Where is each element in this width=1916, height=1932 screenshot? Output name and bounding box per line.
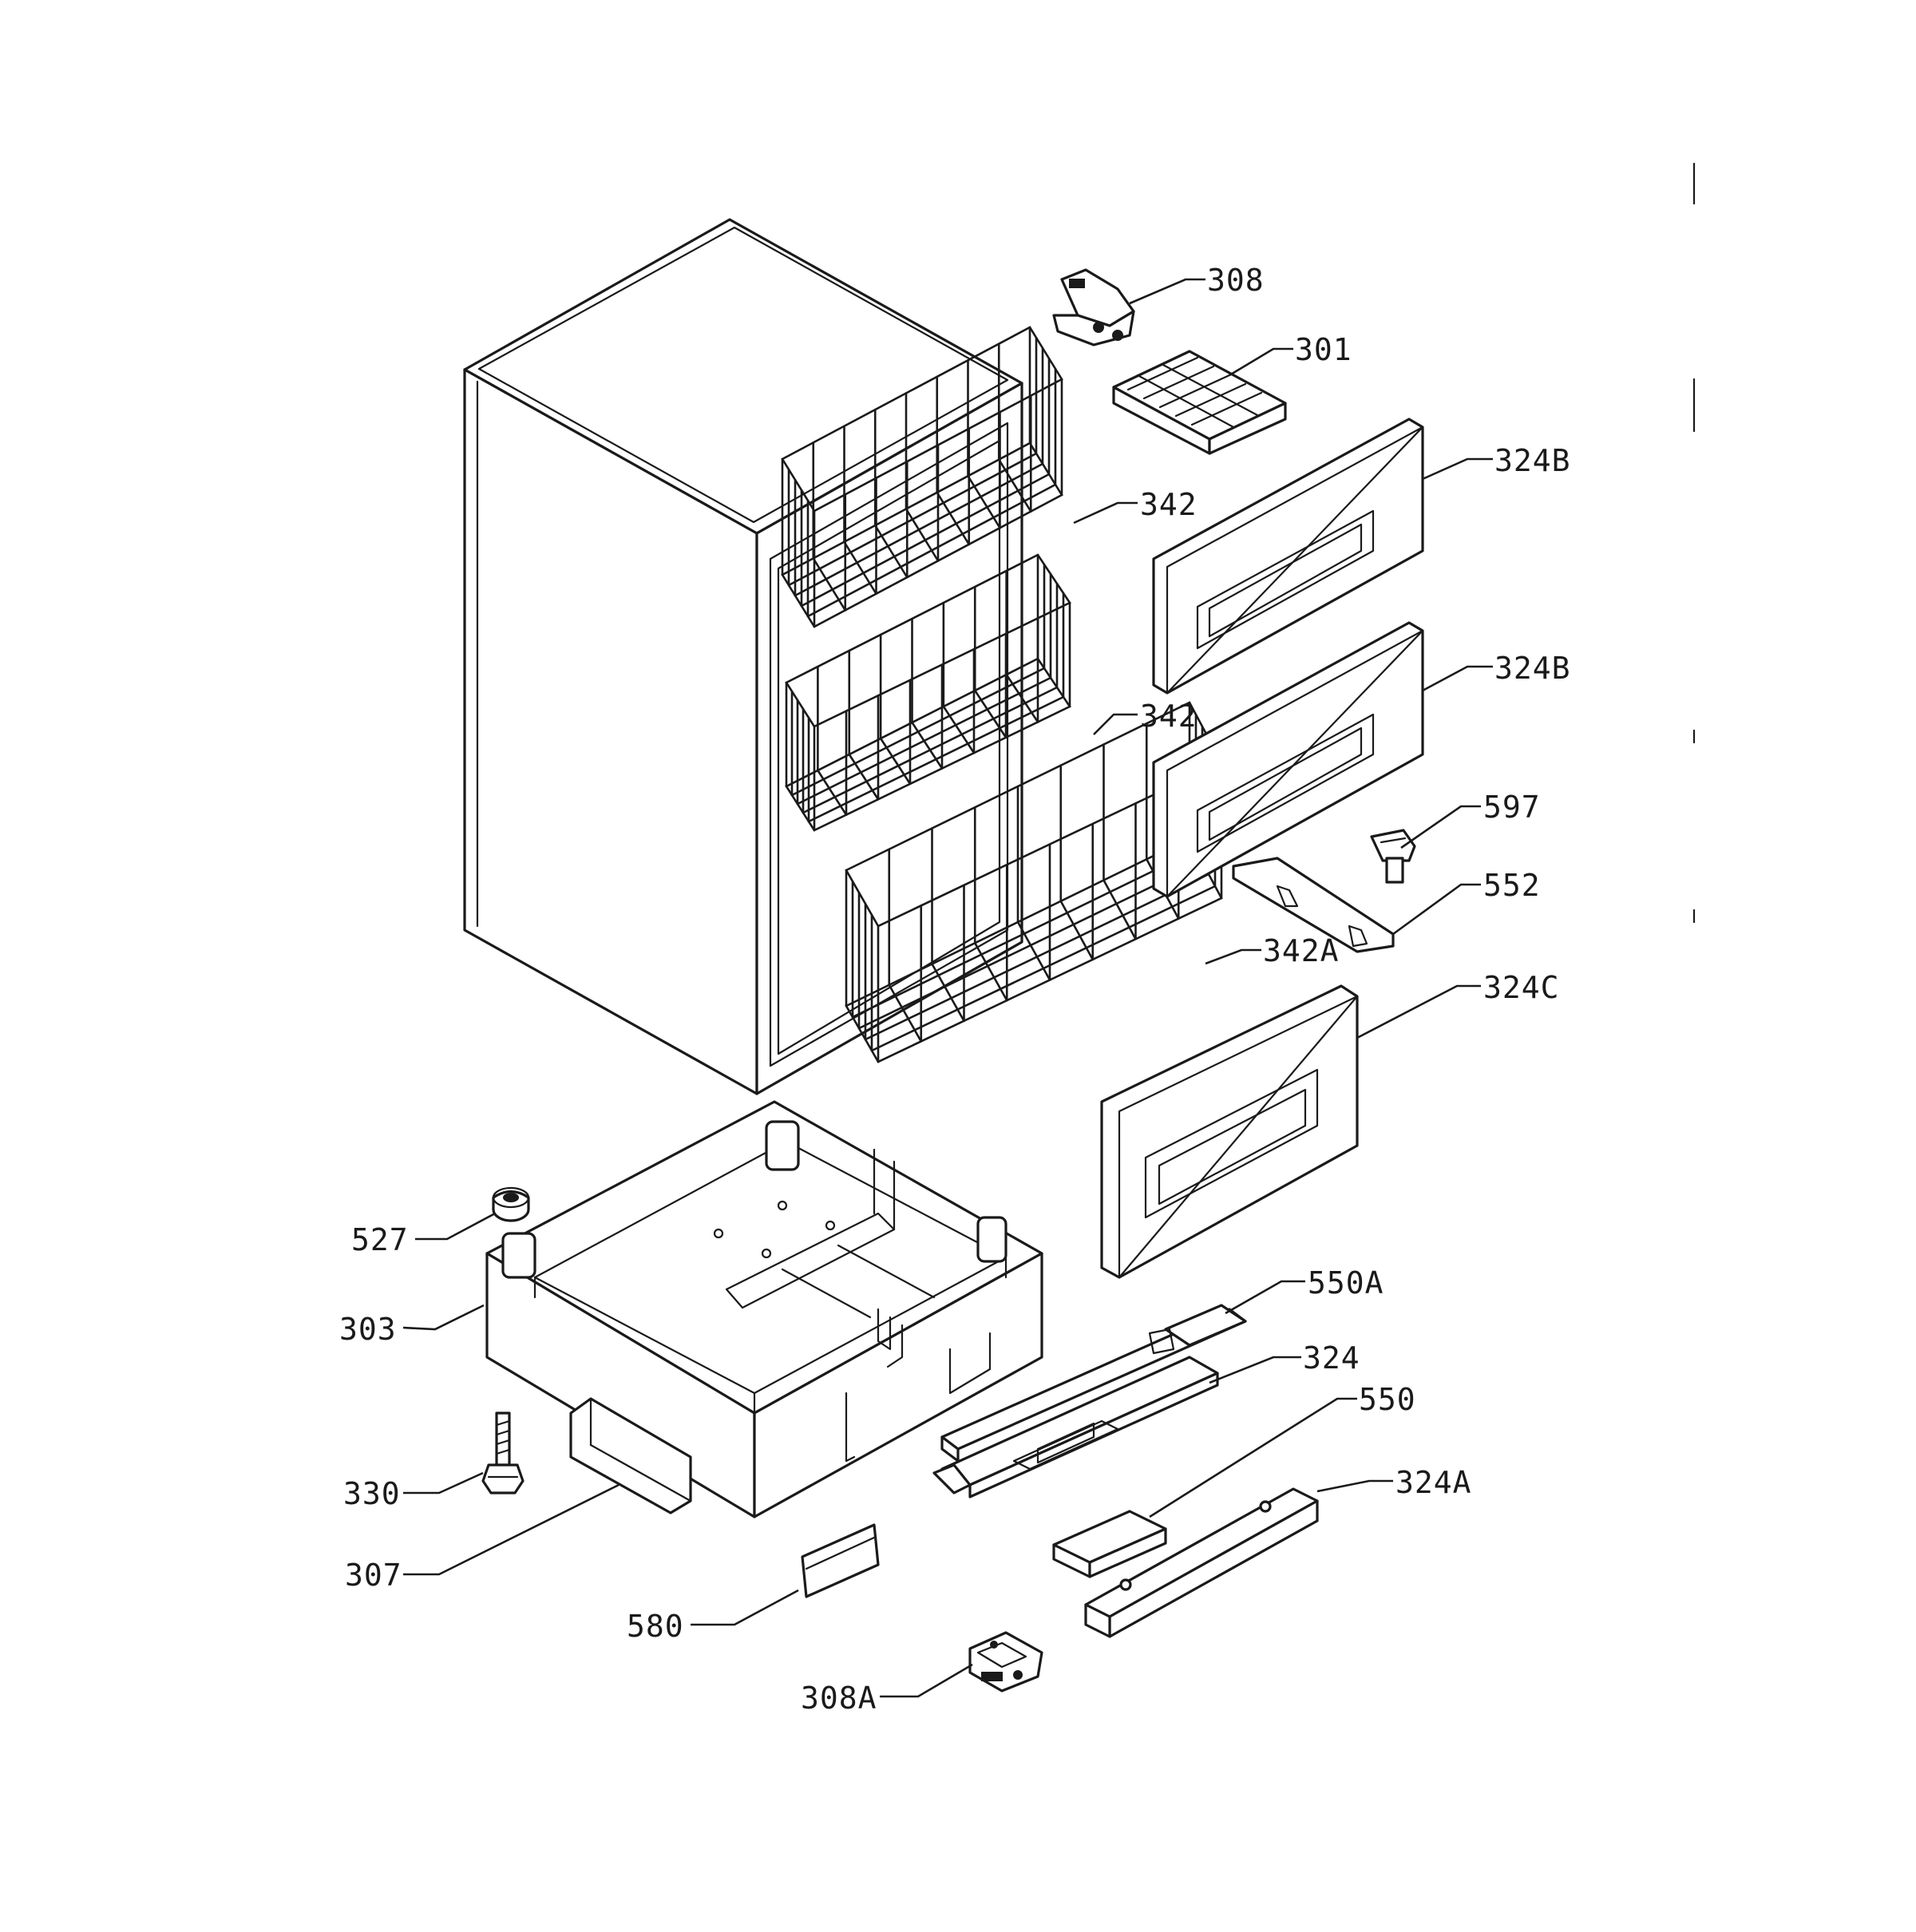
label-597: 597 [1483,790,1541,825]
label-324C: 324C [1483,970,1560,1005]
label-324: 324 [1303,1340,1360,1376]
label-550A: 550A [1308,1265,1384,1301]
foot-bolt-330 [481,1411,525,1495]
label-550: 550 [1359,1382,1416,1417]
top-hinge-308 [1052,268,1135,346]
rail-552 [1232,857,1395,953]
door-324C [1100,984,1359,1279]
label-308: 308 [1207,263,1265,298]
baskets [781,326,1223,1063]
label-527: 527 [351,1222,409,1257]
pad-580 [801,1523,880,1598]
base-tray-303 [485,1100,1043,1518]
label-552: 552 [1483,868,1541,903]
label-342-upper: 342 [1140,487,1198,522]
label-303: 303 [339,1312,397,1347]
label-324B-upper: 324B [1494,443,1571,478]
nut-527 [492,1186,530,1222]
clip-597 [1370,829,1416,884]
label-307: 307 [345,1558,402,1593]
handle-bar-324A [1084,1487,1319,1638]
label-301: 301 [1295,332,1352,367]
strip-550A [940,1304,1247,1463]
basket-342-middle [785,553,1071,832]
label-330: 330 [343,1476,401,1511]
frame-strip-324 [932,1356,1219,1498]
flap-324B-upper [1152,418,1424,695]
basket-342-upper [781,326,1063,628]
label-342A: 342A [1263,933,1340,968]
label-580: 580 [627,1609,684,1644]
flap-324B-lower [1152,621,1424,898]
leader-lines [402,278,1493,1698]
pad-550 [1052,1510,1167,1578]
part-labels: 308 301 324B 342 324B 342 597 552 342A 3… [339,263,1571,1716]
label-342-middle: 342 [1140,699,1198,734]
label-324A: 324A [1395,1465,1472,1500]
ice-tray-301 [1112,350,1287,455]
label-308A: 308A [801,1681,877,1716]
cabinet-body [463,218,1023,1095]
bottom-hinge-308A [968,1631,1043,1692]
label-324B-lower: 324B [1494,651,1571,686]
